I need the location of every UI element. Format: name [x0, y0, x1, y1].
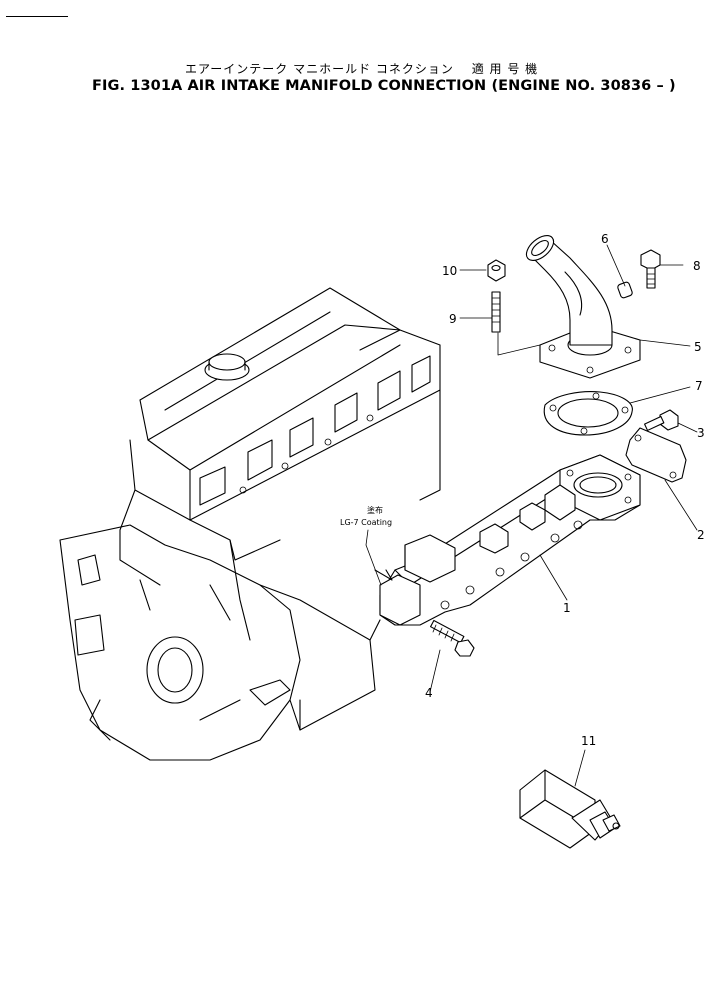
callout-8: 8 [693, 259, 701, 273]
callout-10: 10 [442, 264, 457, 278]
callout-9: 9 [449, 312, 457, 326]
callout-11: 11 [581, 734, 596, 748]
callout-leader-lines [365, 244, 698, 787]
coating-note: 塗布 LG-7 Coating [340, 505, 392, 527]
bolt-part-4 [430, 619, 475, 657]
plug-part-6 [617, 281, 633, 299]
bolt-part-3 [644, 409, 679, 431]
figure-title-japanese: エアーインテーク マニホールド コネクション 適 用 号 機 [185, 62, 539, 76]
callout-3: 3 [697, 426, 705, 440]
heater-part-11 [519, 769, 621, 849]
callout-6: 6 [601, 232, 609, 246]
callout-2: 2 [697, 528, 705, 542]
coating-note-japanese: 塗布 [367, 505, 383, 515]
gasket-part-7 [543, 391, 633, 436]
header-rule [6, 16, 68, 17]
intake-manifold-part-1 [379, 454, 641, 626]
callout-4: 4 [425, 686, 433, 700]
bolt-part-8 [640, 249, 661, 289]
figure-title: FIG. 1301A AIR INTAKE MANIFOLD CONNECTIO… [92, 78, 676, 94]
callout-5: 5 [694, 340, 702, 354]
coating-note-text: LG-7 Coating [340, 518, 392, 527]
callout-1: 1 [563, 601, 571, 615]
callout-7: 7 [695, 379, 703, 393]
nut-part-10 [487, 259, 506, 282]
cover-plate-part-2 [625, 427, 687, 483]
engine-block-illustration [59, 287, 441, 761]
callout-labels: 1 2 3 4 5 6 7 8 9 10 11 [425, 232, 705, 748]
elbow-connection-part-5 [525, 235, 641, 379]
stud-part-9 [491, 291, 501, 333]
